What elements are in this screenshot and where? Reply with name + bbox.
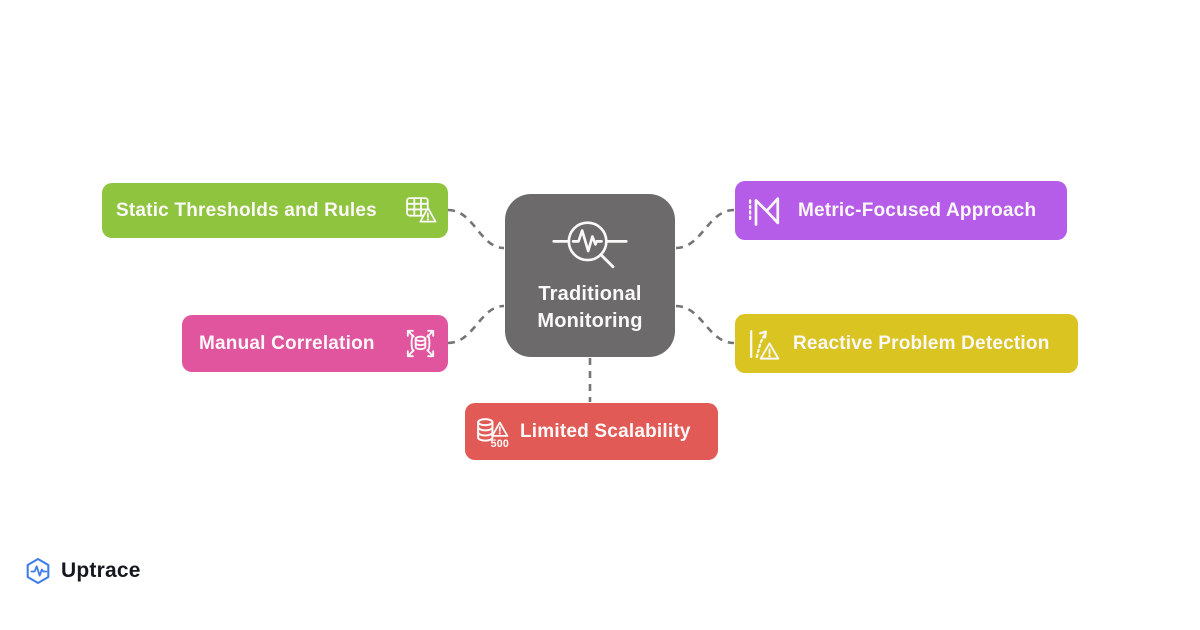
branch-node-metric-focused: Metric-Focused Approach <box>735 181 1067 240</box>
central-label-line2: Monitoring <box>537 310 643 332</box>
uptrace-hexagon-icon <box>26 557 50 585</box>
magnifier-pulse-icon <box>552 221 628 269</box>
central-node-traditional-monitoring: Traditional Monitoring <box>505 194 675 357</box>
table-alert-icon <box>406 197 437 223</box>
connector-static-thresholds <box>447 208 505 250</box>
map-icon <box>748 196 780 226</box>
branch-label: Limited Scalability <box>520 420 691 442</box>
connector-reactive-detection <box>675 304 735 345</box>
trend-alert-icon <box>750 329 780 360</box>
branch-label: Reactive Problem Detection <box>793 332 1050 354</box>
error-500-label: 500 <box>491 438 509 450</box>
scale-out-database-icon <box>406 329 435 358</box>
branch-label: Static Thresholds and Rules <box>116 199 377 221</box>
branch-node-reactive-detection: Reactive Problem Detection <box>735 314 1078 373</box>
central-label-line1: Traditional <box>538 283 642 305</box>
uptrace-wordmark: Uptrace <box>61 559 141 582</box>
branch-node-static-thresholds: Static Thresholds and Rules <box>102 183 448 238</box>
database-500-icon: 500 <box>477 417 509 450</box>
branch-node-manual-correlation: Manual Correlation <box>182 315 448 372</box>
connector-metric-focused <box>675 208 735 250</box>
branch-label: Manual Correlation <box>199 332 375 354</box>
connector-manual-correlation <box>447 304 505 345</box>
uptrace-logo: Uptrace <box>23 556 141 586</box>
central-node-label: Traditional Monitoring <box>537 281 642 335</box>
branch-node-limited-scalability: 500 Limited Scalability <box>465 403 718 460</box>
branch-label: Metric-Focused Approach <box>798 199 1037 221</box>
